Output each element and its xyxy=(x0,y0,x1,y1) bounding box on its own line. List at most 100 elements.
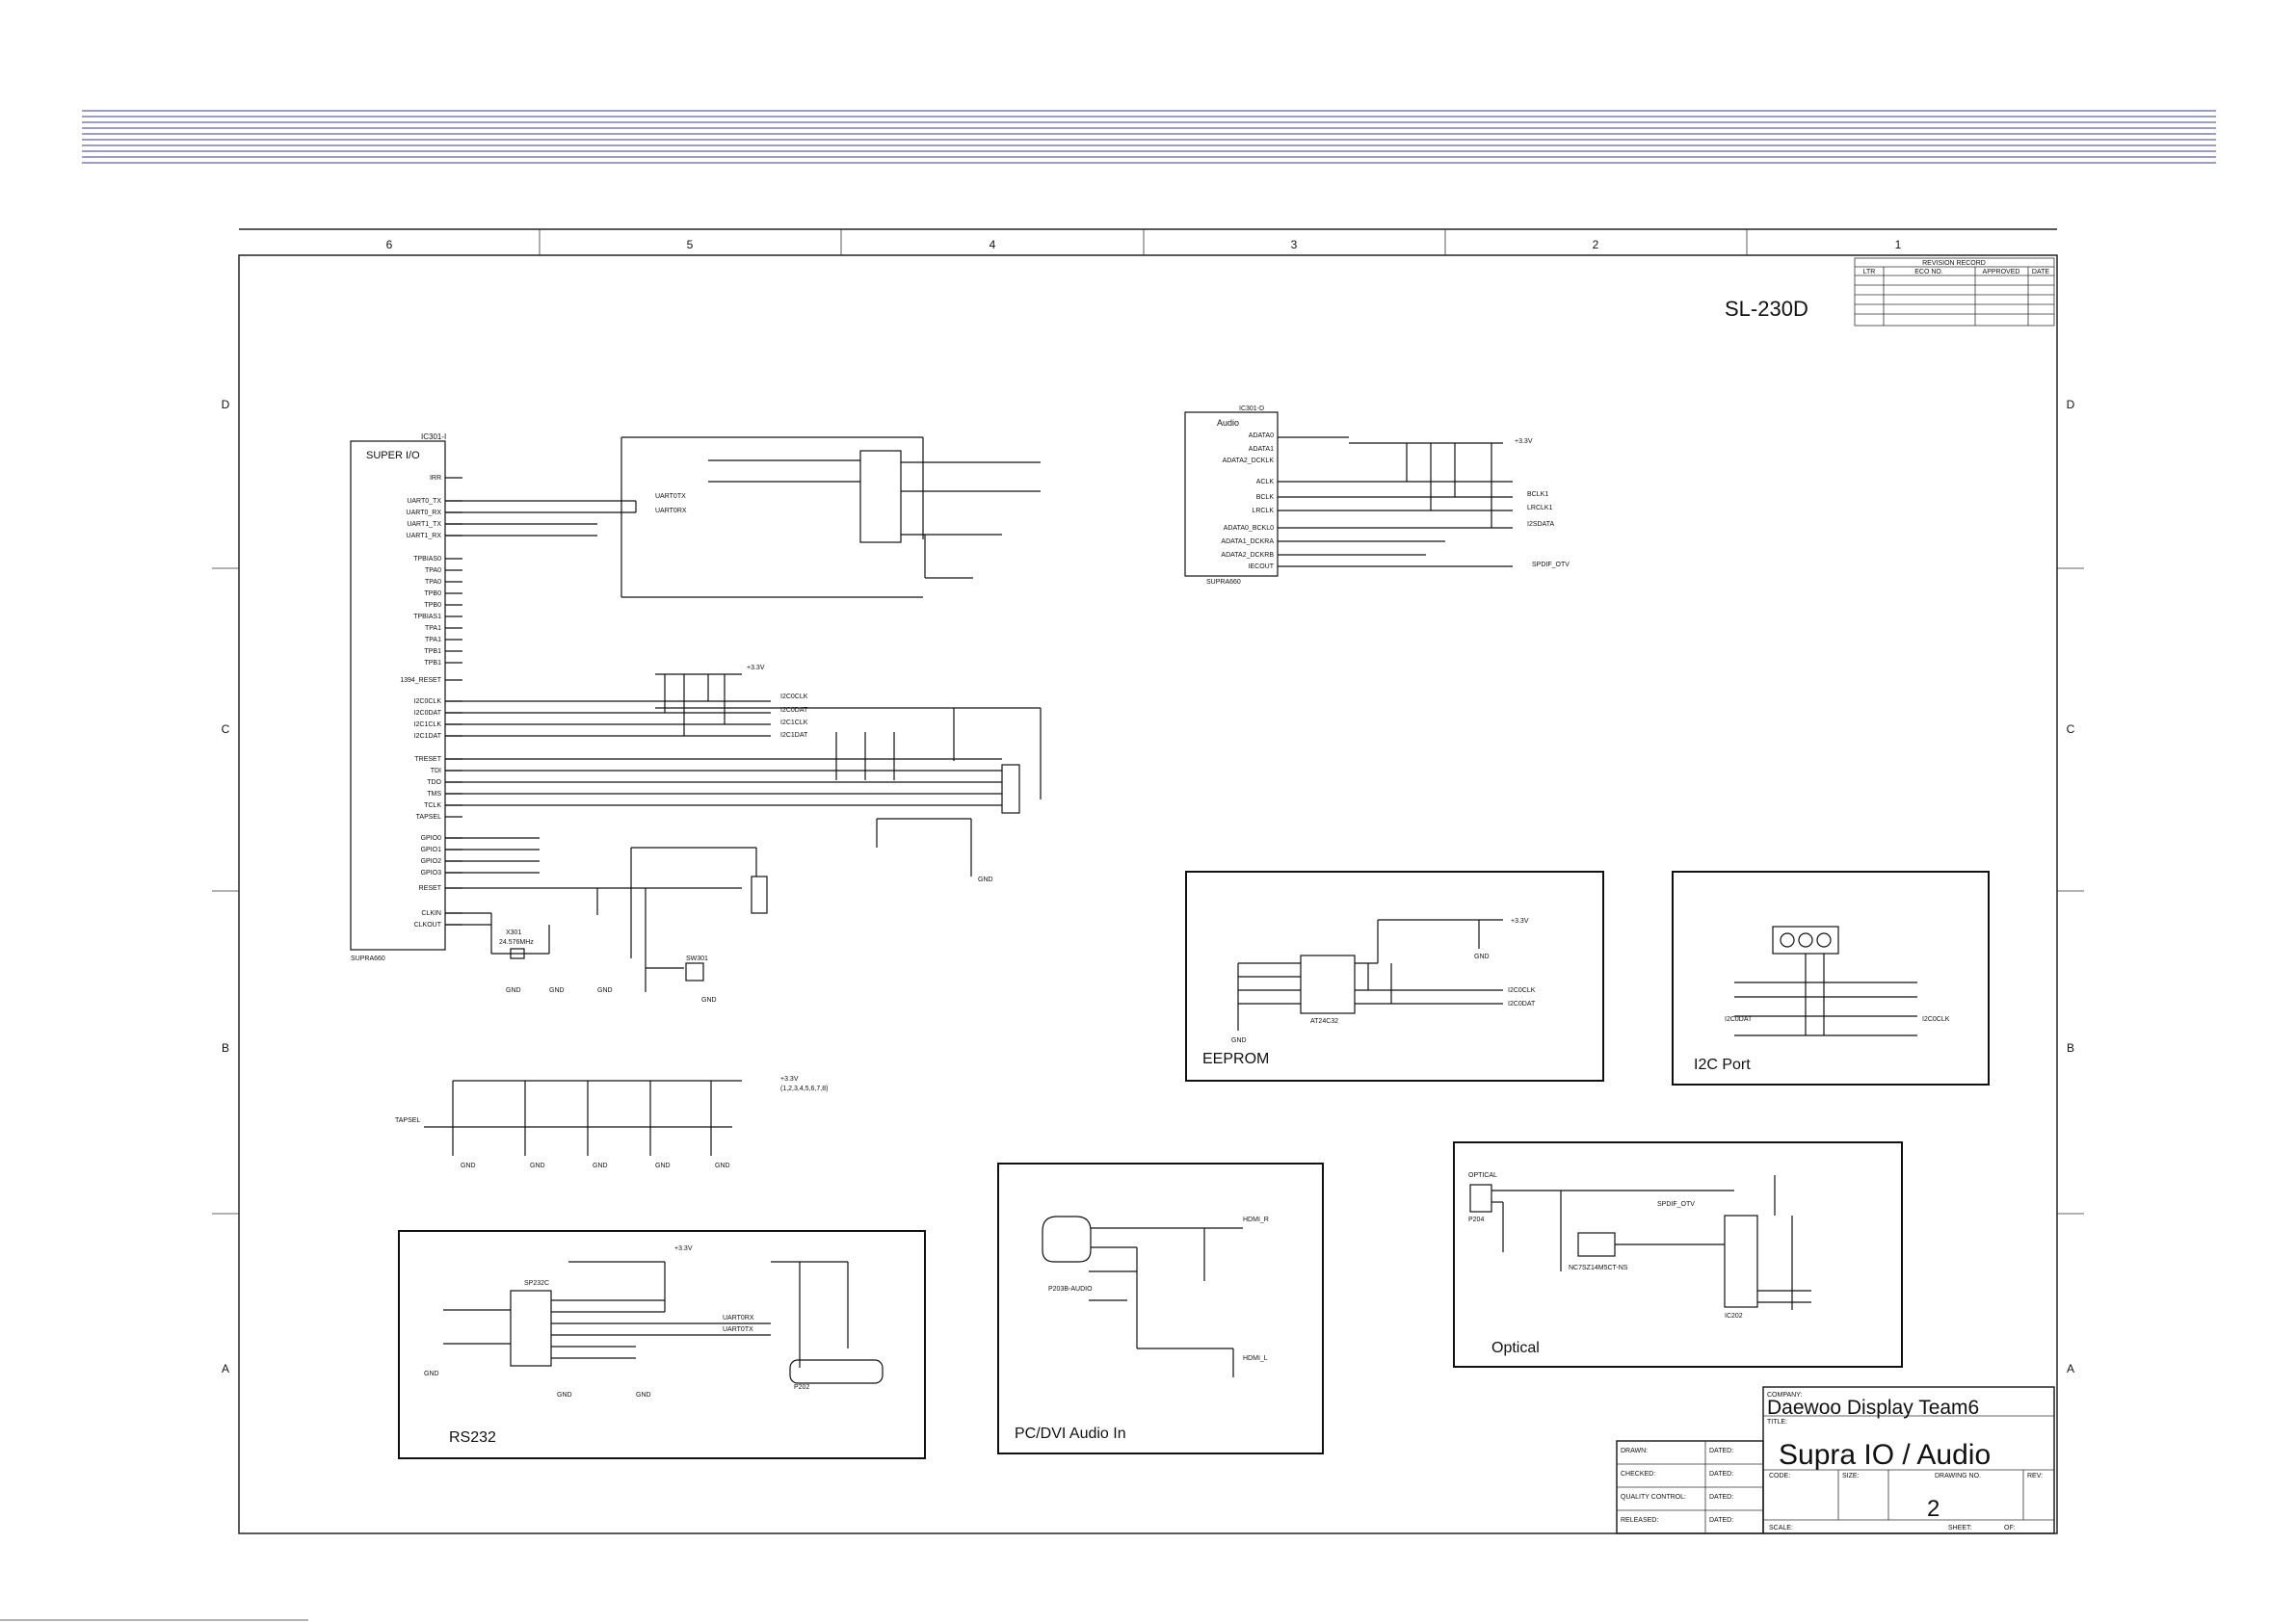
pin-label: I2C1DAT xyxy=(414,733,442,740)
gnd-label: GND xyxy=(978,877,993,883)
title-field-label: CHECKED: xyxy=(1621,1471,1655,1478)
column-label: 5 xyxy=(687,238,694,251)
pin-label: GPIO2 xyxy=(421,858,442,865)
net-label: I2C0CLK xyxy=(1508,987,1536,994)
pin-label: TPB0 xyxy=(424,590,441,597)
pin-label: IECOUT xyxy=(1249,563,1275,570)
sw301 xyxy=(685,962,704,982)
drawing-title: Supra IO / Audio xyxy=(1779,1439,1991,1471)
gnd-label: GND xyxy=(597,987,613,994)
net-label: I2C0DAT xyxy=(1725,1016,1753,1023)
pin-label: TPB0 xyxy=(424,602,441,609)
pin-label: UART1_RX xyxy=(407,533,442,539)
optical-ic202 xyxy=(1724,1215,1758,1308)
optical-block: Optical OPTICAL P204 NC7SZ14M5CT-NS IC20… xyxy=(1453,1141,1903,1368)
optical-connector xyxy=(1469,1184,1492,1213)
reset-ic xyxy=(751,876,768,914)
pin-label: CLKIN xyxy=(421,910,441,917)
net-label: UART0RX xyxy=(723,1315,754,1322)
supply-label: +3.3V xyxy=(674,1245,693,1252)
xtal-ref: X301 xyxy=(506,929,521,936)
pin-label: GPIO0 xyxy=(421,835,442,842)
pin-label: I2C1CLK xyxy=(414,721,442,728)
connector-pin xyxy=(1816,932,1832,948)
audio-ic xyxy=(1184,411,1279,577)
pin-label: CLKOUT xyxy=(414,922,442,929)
pin-label: GPIO3 xyxy=(421,870,442,877)
pc-dvi-audio-block: PC/DVI Audio In P203B-AUDIO HDMI_R HDMI_… xyxy=(997,1163,1324,1454)
gnd-label: GND xyxy=(636,1392,651,1399)
revision-header: APPROVED xyxy=(1983,269,2020,275)
eeprom-title: EEPROM xyxy=(1202,1051,1269,1067)
gnd-label: GND xyxy=(506,987,521,994)
pin-label: TPBIAS0 xyxy=(413,556,441,563)
super-io-block: IC301-I SUPER I/O SUPRA660 IRRUART0_TXUA… xyxy=(350,432,1042,1004)
pin-label: ADATA2_DCKLK xyxy=(1223,458,1275,464)
gnd-label: GND xyxy=(461,1163,476,1169)
pin-label: TPA1 xyxy=(425,637,441,643)
pin-label: I2C0DAT xyxy=(414,710,442,717)
pin-label: TDO xyxy=(427,779,441,786)
title-field-label: QUALITY CONTROL: xyxy=(1621,1494,1686,1501)
pin-label: TPA0 xyxy=(425,567,441,574)
row-label: B xyxy=(2067,1041,2074,1055)
pin-label: TRESET xyxy=(414,756,441,763)
revision-record: REVISION RECORD LTR ECO NO. APPROVED DAT… xyxy=(1854,257,2055,327)
row-label: B xyxy=(222,1041,229,1055)
net-label: I2C1DAT xyxy=(780,732,808,739)
super-io-title: SUPER I/O xyxy=(366,450,420,461)
title-label: TITLE: xyxy=(1767,1419,1787,1426)
drawing-number: 2 xyxy=(1927,1496,1940,1522)
net-label: I2C0CLK xyxy=(1922,1016,1950,1023)
supply-label: +3.3V xyxy=(1511,918,1529,925)
audio-block: IC301-D Audio SUPRA660 ADATA0ADATA1ADATA… xyxy=(1184,406,1570,586)
revision-header: ECO NO. xyxy=(1914,269,1943,275)
pin-label: RESET xyxy=(419,885,442,892)
dated-label: DATED: xyxy=(1709,1471,1733,1478)
pin-label: ADATA2_DCKRB xyxy=(1221,552,1274,559)
switch-label: SW301 xyxy=(686,955,708,962)
pin-label: TMS xyxy=(427,791,441,798)
pin-label: TCLK xyxy=(424,802,441,809)
model-name: SL-230D xyxy=(1725,297,1808,321)
super-io-ref: IC301-I xyxy=(421,432,446,441)
eeprom-part: AT24C32 xyxy=(1310,1018,1338,1025)
connector-label: P203B-AUDIO xyxy=(1048,1286,1093,1293)
row-label: D xyxy=(2067,398,2075,411)
pin-label: TPB1 xyxy=(424,648,441,655)
pin-label: IRR xyxy=(430,475,441,482)
rs232-frame xyxy=(398,1230,926,1459)
supply-label: +3.3V xyxy=(1515,438,1533,445)
net-label: HDMI_R xyxy=(1243,1217,1269,1223)
net-label: I2C0CLK xyxy=(780,694,808,700)
optical-part: NC7SZ14M5CT-NS xyxy=(1569,1265,1628,1271)
eeprom-frame xyxy=(1185,871,1604,1082)
super-io-part: SUPRA660 xyxy=(351,955,385,962)
net-label: HDMI_L xyxy=(1243,1355,1268,1362)
pin-label: LRCLK xyxy=(1252,508,1274,514)
supply-ref: (1,2,3,4,5,6,7,8) xyxy=(780,1086,828,1092)
row-labels: D C B A D C B A xyxy=(222,398,2075,1375)
super-io-ic xyxy=(350,440,446,951)
column-label: 6 xyxy=(386,238,393,251)
pin-label: ADATA0_BCKL0 xyxy=(1224,525,1274,532)
code-label: CODE: xyxy=(1769,1473,1790,1479)
db9-connector-p202 xyxy=(789,1359,884,1384)
gnd-label: GND xyxy=(655,1163,671,1169)
net-label: I2C1CLK xyxy=(780,720,808,726)
net-label: UART0RX xyxy=(655,508,687,514)
column-label: 2 xyxy=(1593,238,1599,251)
eeprom-block: EEPROM AT24C32 GND +3.3V GND I2C0CLK I2C… xyxy=(1185,871,1604,1082)
rs232-title: RS232 xyxy=(449,1429,496,1446)
optical-title: Optical xyxy=(1491,1340,1540,1356)
i2c-connector xyxy=(1772,926,1839,955)
revision-header: DATE xyxy=(2032,269,2049,275)
gnd-label: GND xyxy=(1474,954,1490,960)
optical-frame xyxy=(1453,1141,1903,1368)
net-label: LRCLK1 xyxy=(1527,505,1553,511)
pin-label: I2C0CLK xyxy=(414,698,442,705)
audio-part: SUPRA660 xyxy=(1206,579,1241,586)
revision-title: REVISION RECORD xyxy=(1922,260,1986,267)
net-label: I2SDATA xyxy=(1527,521,1554,528)
